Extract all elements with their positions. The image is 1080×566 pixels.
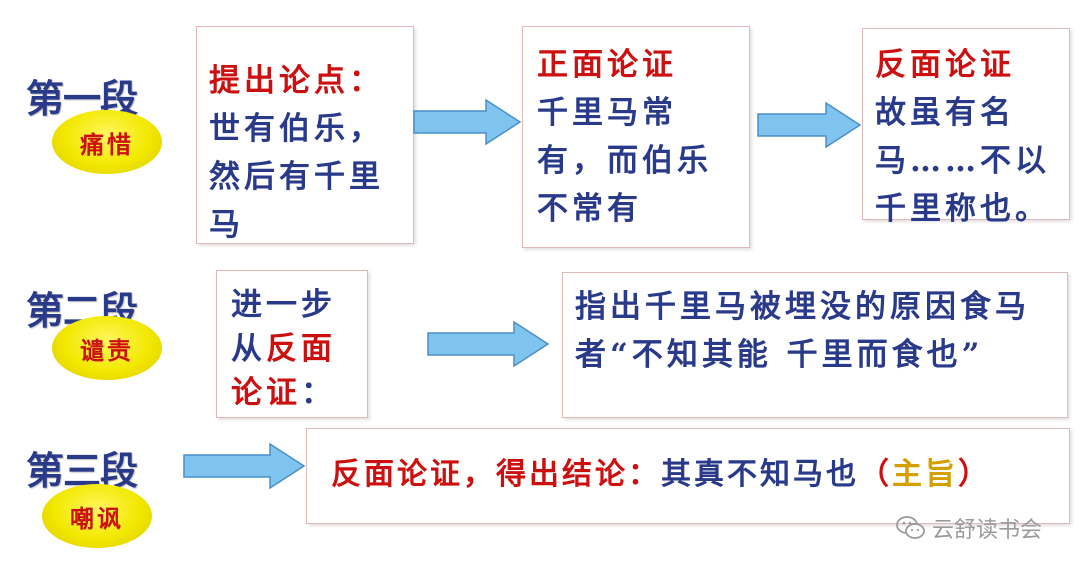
- arrow-1: [413, 98, 522, 146]
- emotion-oval-2: 谴责: [52, 316, 162, 380]
- further-step-line2: 从反面: [231, 327, 361, 371]
- emotion-oval-3: 嘲讽: [42, 484, 152, 548]
- arrow-3: [427, 320, 550, 368]
- thesis-body: 世有伯乐，然后有千里马: [209, 111, 384, 243]
- cause-body: 指出千里马被埋没的原因食马者“不知其能 千里而食也”: [575, 289, 1030, 373]
- negative-argument-body: 故虽有名马……不以千里称也。: [875, 95, 1050, 227]
- negative-argument-title: 反面论证: [875, 47, 1015, 83]
- thesis-box: 提出论点： 世有伯乐，然后有千里马: [196, 26, 414, 244]
- watermark-text: 云舒读书会: [931, 518, 1042, 543]
- further-step-line1: 进一步: [231, 287, 336, 323]
- negative-argument-box: 反面论证 故虽有名马……不以千里称也。: [862, 28, 1070, 227]
- further-step-argue: 论证: [231, 375, 301, 411]
- thesis-title: 提出论点：: [209, 63, 384, 99]
- conclusion-theme: 主旨: [892, 457, 958, 492]
- wechat-icon: [896, 516, 925, 539]
- further-step-reverse: 反面: [266, 331, 336, 367]
- arrow-4: [183, 442, 306, 490]
- conclusion-close-paren: ）: [958, 457, 991, 492]
- further-step-box: 进一步 从反面 论证：: [216, 270, 368, 418]
- arrow-2: [757, 101, 862, 149]
- conclusion-main: 其真不知马也: [661, 457, 859, 492]
- emotion-oval-1: 痛惜: [52, 110, 162, 174]
- conclusion-lead: 反面论证，得出结论：: [331, 457, 661, 492]
- positive-argument-body: 千里马常有，而伯乐不常有: [537, 95, 712, 227]
- cause-box: 指出千里马被埋没的原因食马者“不知其能 千里而食也”: [562, 272, 1068, 418]
- positive-argument-box: 正面论证 千里马常有，而伯乐不常有: [522, 26, 750, 248]
- conclusion-open-paren: （: [859, 457, 892, 492]
- further-step-from: 从: [231, 331, 266, 367]
- further-step-line3: 论证：: [231, 371, 361, 415]
- positive-argument-title: 正面论证: [537, 47, 677, 83]
- conclusion-box: 反面论证，得出结论：其真不知马也（主旨）: [306, 428, 1070, 524]
- watermark: 云舒读书会: [896, 512, 1042, 544]
- further-step-colon: ：: [301, 375, 336, 411]
